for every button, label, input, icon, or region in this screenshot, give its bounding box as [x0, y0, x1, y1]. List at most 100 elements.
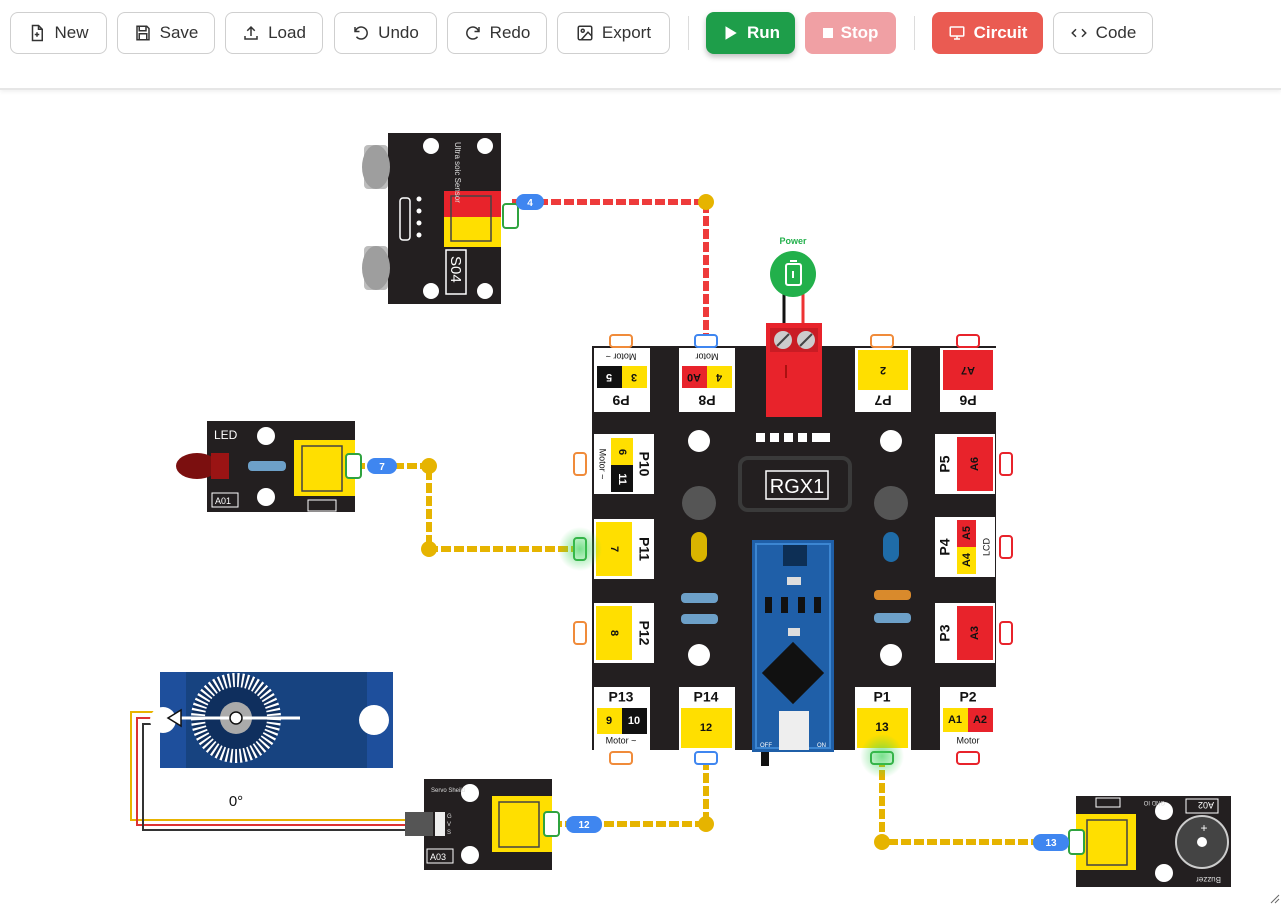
board-led-yellow — [691, 532, 707, 562]
servo-title: Servo Sheild — [431, 788, 465, 794]
servo-pin-g: G — [447, 814, 452, 820]
led-connector[interactable] — [345, 453, 362, 479]
switch-off-label: OFF — [760, 743, 772, 749]
wire-joint[interactable] — [698, 816, 714, 832]
monitor-icon — [949, 26, 965, 40]
port-name: P4 — [937, 538, 953, 555]
port-name: P10 — [636, 452, 652, 477]
wire-servo[interactable] — [552, 757, 709, 827]
undo-button[interactable]: Undo — [334, 12, 437, 54]
servo-motor[interactable]: 0° — [150, 672, 393, 810]
port-tag: Motor ~ — [606, 352, 637, 362]
pin-badge[interactable] — [516, 194, 544, 210]
port-socket-tab — [870, 334, 894, 348]
board-switch[interactable] — [761, 752, 769, 766]
port-name: P13 — [609, 689, 634, 705]
file-plus-icon — [32, 24, 44, 42]
ultrasonic-connector[interactable] — [502, 203, 519, 229]
buzzer-plus: + — [1200, 821, 1207, 835]
wire-joint[interactable] — [874, 834, 890, 850]
floppy-icon — [135, 25, 150, 41]
mount-hole — [257, 488, 275, 506]
servo-shield-module[interactable]: Servo Sheild G V S A03 — [405, 779, 560, 870]
buzzer-module[interactable]: + A02 Buzzer GND IO — [1068, 796, 1231, 887]
port-name: P5 — [937, 455, 953, 472]
mount-hole — [880, 430, 902, 452]
port-name: P7 — [874, 392, 891, 408]
stop-square-icon — [822, 28, 833, 38]
code-brackets-icon — [1070, 28, 1087, 38]
new-button[interactable]: New — [10, 12, 107, 54]
save-button[interactable]: Save — [117, 12, 215, 54]
save-label: Save — [159, 23, 199, 42]
wire-joint[interactable] — [698, 194, 714, 210]
port-pin-label: A1 — [948, 714, 962, 726]
mount-hole — [461, 846, 479, 864]
port-pin-cell — [622, 366, 647, 388]
port-pin-label: 8 — [608, 630, 620, 636]
active-connection-glow — [558, 527, 602, 571]
port-pin-label: 5 — [606, 371, 612, 383]
servo-code: A03 — [430, 852, 446, 862]
port-pin-cell — [968, 708, 993, 732]
port-pin-cell — [957, 520, 976, 547]
port-name: P11 — [636, 537, 652, 561]
led-code: A01 — [215, 496, 231, 506]
pin-badge[interactable] — [1033, 834, 1069, 851]
wire-joint[interactable] — [421, 541, 437, 557]
upload-icon — [244, 25, 258, 40]
board-buzzer — [682, 486, 716, 520]
redo-label: Redo — [489, 23, 531, 42]
circuit-canvas[interactable]: RGX1 OFF ON — [0, 90, 1281, 905]
buzzer-connector[interactable] — [1068, 829, 1085, 855]
export-button[interactable]: Export — [557, 12, 670, 54]
stop-button[interactable]: Stop — [805, 12, 896, 54]
port-pin-label: 9 — [606, 715, 612, 727]
power-label: Power — [779, 236, 807, 246]
circuit-button[interactable]: Circuit — [932, 12, 1043, 54]
undo-label: Undo — [378, 23, 419, 42]
wire-ultrasonic[interactable] — [512, 199, 709, 342]
led-module[interactable]: LED A01 — [176, 421, 362, 512]
pin-badge[interactable] — [367, 458, 397, 474]
redo-button[interactable]: Redo — [447, 12, 547, 54]
port-pin-label: A6 — [969, 457, 981, 471]
port-tag: Motor ~ — [598, 449, 608, 480]
arduino-nano: OFF ON — [752, 540, 834, 752]
board-chip — [738, 456, 852, 512]
switch-on-label: ON — [817, 743, 826, 749]
port-socket-tab — [999, 535, 1013, 559]
resize-handle-icon[interactable] — [1270, 894, 1280, 904]
port-name: P3 — [937, 624, 953, 641]
pin-badge-label: 4 — [527, 198, 533, 209]
pin-badges: 4 7 12 13 — [367, 194, 1069, 851]
wire-buzzer[interactable] — [879, 757, 1076, 845]
port-pin-cell — [597, 366, 622, 388]
image-icon — [577, 25, 593, 41]
port-pin-cell — [707, 366, 732, 388]
servo-pin-s: S — [447, 830, 451, 836]
wire-led[interactable] — [355, 463, 582, 552]
port-pin-cell — [943, 350, 993, 390]
power-connector[interactable] — [766, 323, 822, 417]
port-pin-cell — [611, 465, 633, 492]
red-led — [176, 453, 218, 479]
pin-badge[interactable] — [566, 816, 602, 833]
mount-hole — [688, 644, 710, 666]
port-tag: Motor — [956, 735, 979, 745]
servo-connector[interactable] — [543, 811, 560, 837]
load-button[interactable]: Load — [225, 12, 323, 54]
port-name: P1 — [873, 689, 890, 705]
mount-hole — [477, 138, 493, 154]
ultrasonic-module[interactable]: S04 Ultra soic Sensor — [362, 133, 519, 304]
circuit-label: Circuit — [973, 23, 1028, 42]
stop-label: Stop — [840, 23, 879, 42]
port-pin-label: 7 — [608, 546, 620, 552]
mount-hole — [423, 283, 439, 299]
port-socket-tab — [956, 334, 980, 348]
wire-joint[interactable] — [421, 458, 437, 474]
undo-icon — [354, 26, 369, 40]
code-button[interactable]: Code — [1053, 12, 1153, 54]
run-button[interactable]: Run — [706, 12, 795, 54]
